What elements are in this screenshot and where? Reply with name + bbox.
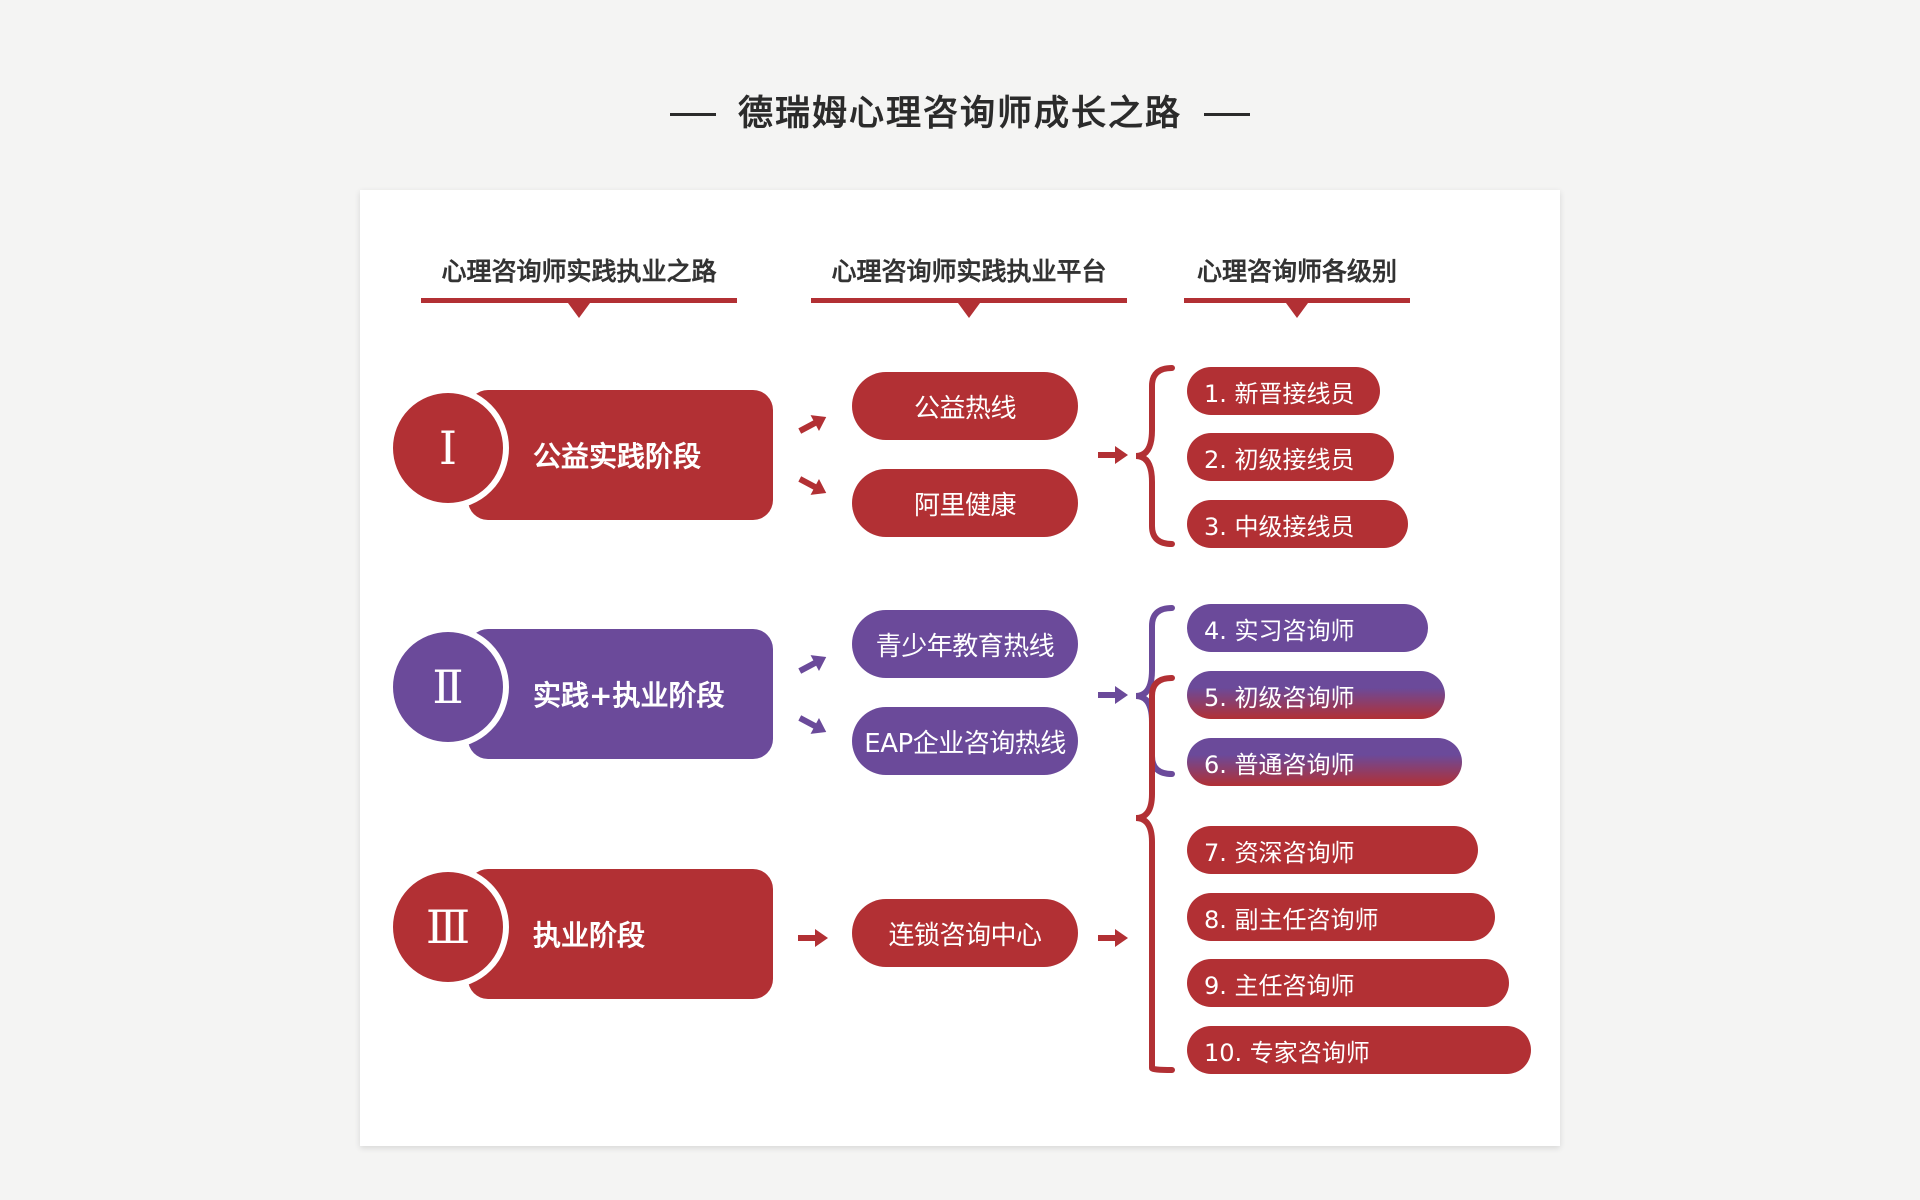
curly-brace-icon <box>1135 675 1175 1073</box>
right-arrow-icon <box>798 415 827 434</box>
title-dash-left <box>669 112 716 116</box>
column-header-path: 心理咨询师实践执业之路 <box>421 252 737 318</box>
stage-body <box>468 390 773 520</box>
level-pill: 6. 普通咨询师 <box>1187 738 1462 786</box>
right-arrow-icon <box>798 929 828 947</box>
stage-label: 公益实践阶段 <box>533 440 702 473</box>
caret-down-icon <box>958 303 980 318</box>
stage-label: 执业阶段 <box>533 919 646 952</box>
right-arrow-icon <box>1098 446 1128 464</box>
platform-pill: 阿里健康 <box>852 469 1078 537</box>
stage-label: 实践+执业阶段 <box>533 679 725 712</box>
level-pill: 7. 资深咨询师 <box>1187 826 1478 874</box>
right-arrow-icon <box>798 715 827 734</box>
column-header-rule <box>1184 298 1410 303</box>
stage-numeral: Ⅲ <box>387 866 509 988</box>
platform-pill: 连锁咨询中心 <box>852 899 1078 967</box>
page-title: 德瑞姆心理咨询师成长之路 <box>0 84 1920 144</box>
platform-pill: 公益热线 <box>852 372 1078 440</box>
stage-2: Ⅱ 实践+执业阶段 <box>387 625 773 759</box>
right-arrow-icon <box>1098 686 1128 704</box>
right-arrow-icon <box>1098 929 1128 947</box>
platform-pill: EAP企业咨询热线 <box>852 707 1078 775</box>
right-arrow-icon <box>798 655 827 674</box>
level-pill: 10. 专家咨询师 <box>1187 1026 1531 1074</box>
stage-numeral: Ⅱ <box>387 626 509 748</box>
column-header-platform: 心理咨询师实践执业平台 <box>811 252 1127 318</box>
stage-body <box>468 869 773 999</box>
stage-3: Ⅲ 执业阶段 <box>387 865 773 999</box>
stage-numeral: Ⅰ <box>387 387 509 509</box>
diagram-card: 心理咨询师实践执业之路 心理咨询师实践执业平台 心理咨询师各级别 Ⅰ 公益实践阶… <box>360 190 1560 1146</box>
level-pill: 8. 副主任咨询师 <box>1187 893 1495 941</box>
column-header-rule <box>421 298 737 303</box>
level-pill: 2. 初级接线员 <box>1187 433 1394 481</box>
caret-down-icon <box>568 303 590 318</box>
level-pill: 9. 主任咨询师 <box>1187 959 1509 1007</box>
stage-body <box>468 629 773 759</box>
stage-1: Ⅰ 公益实践阶段 <box>387 386 773 520</box>
level-pill: 5. 初级咨询师 <box>1187 671 1445 719</box>
title-text: 德瑞姆心理咨询师成长之路 <box>737 94 1182 134</box>
column-header-levels: 心理咨询师各级别 <box>1184 252 1410 318</box>
column-header-label: 心理咨询师实践执业平台 <box>831 257 1107 286</box>
level-pill: 3. 中级接线员 <box>1187 500 1408 548</box>
level-pill: 1. 新晋接线员 <box>1187 367 1380 415</box>
column-header-label: 心理咨询师各级别 <box>1196 257 1397 286</box>
level-pill: 4. 实习咨询师 <box>1187 604 1428 652</box>
caret-down-icon <box>1286 303 1308 318</box>
braces-layer <box>1135 365 1175 1073</box>
right-arrow-icon <box>798 476 827 495</box>
title-dash-right <box>1204 112 1250 116</box>
column-header-label: 心理咨询师实践执业之路 <box>441 257 717 286</box>
curly-brace-icon <box>1135 365 1175 547</box>
column-header-rule <box>811 298 1127 303</box>
platform-pill: 青少年教育热线 <box>852 610 1078 678</box>
